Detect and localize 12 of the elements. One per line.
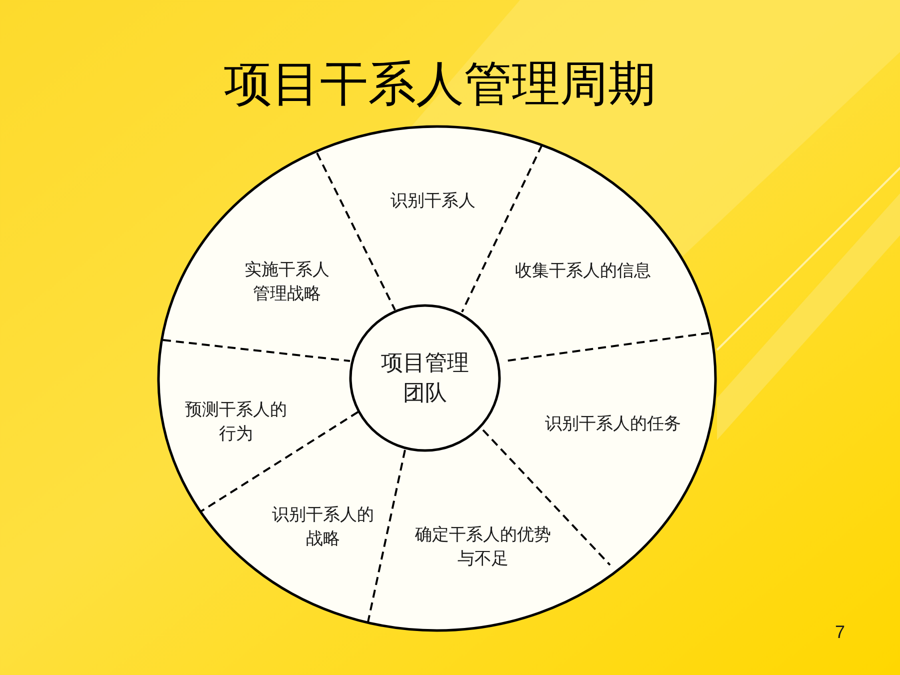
center-label: 项目管理团队	[380, 349, 470, 407]
slide-title: 项目干系人管理周期	[224, 57, 656, 113]
stage-label: 收集干系人的信息	[515, 259, 651, 283]
stage-label: 实施干系人管理战略	[242, 258, 332, 306]
center-circle	[349, 304, 501, 452]
wheel-ellipse	[157, 125, 717, 632]
stage-label: 识别干系人的战略	[269, 503, 377, 551]
stage-label: 确定干系人的优势与不足	[412, 523, 554, 571]
page-number: 7	[835, 621, 845, 643]
stage-label: 识别干系人	[390, 189, 476, 213]
stage-label: 预测干系人的行为	[182, 398, 290, 446]
stage-label: 识别干系人的任务	[545, 412, 681, 436]
